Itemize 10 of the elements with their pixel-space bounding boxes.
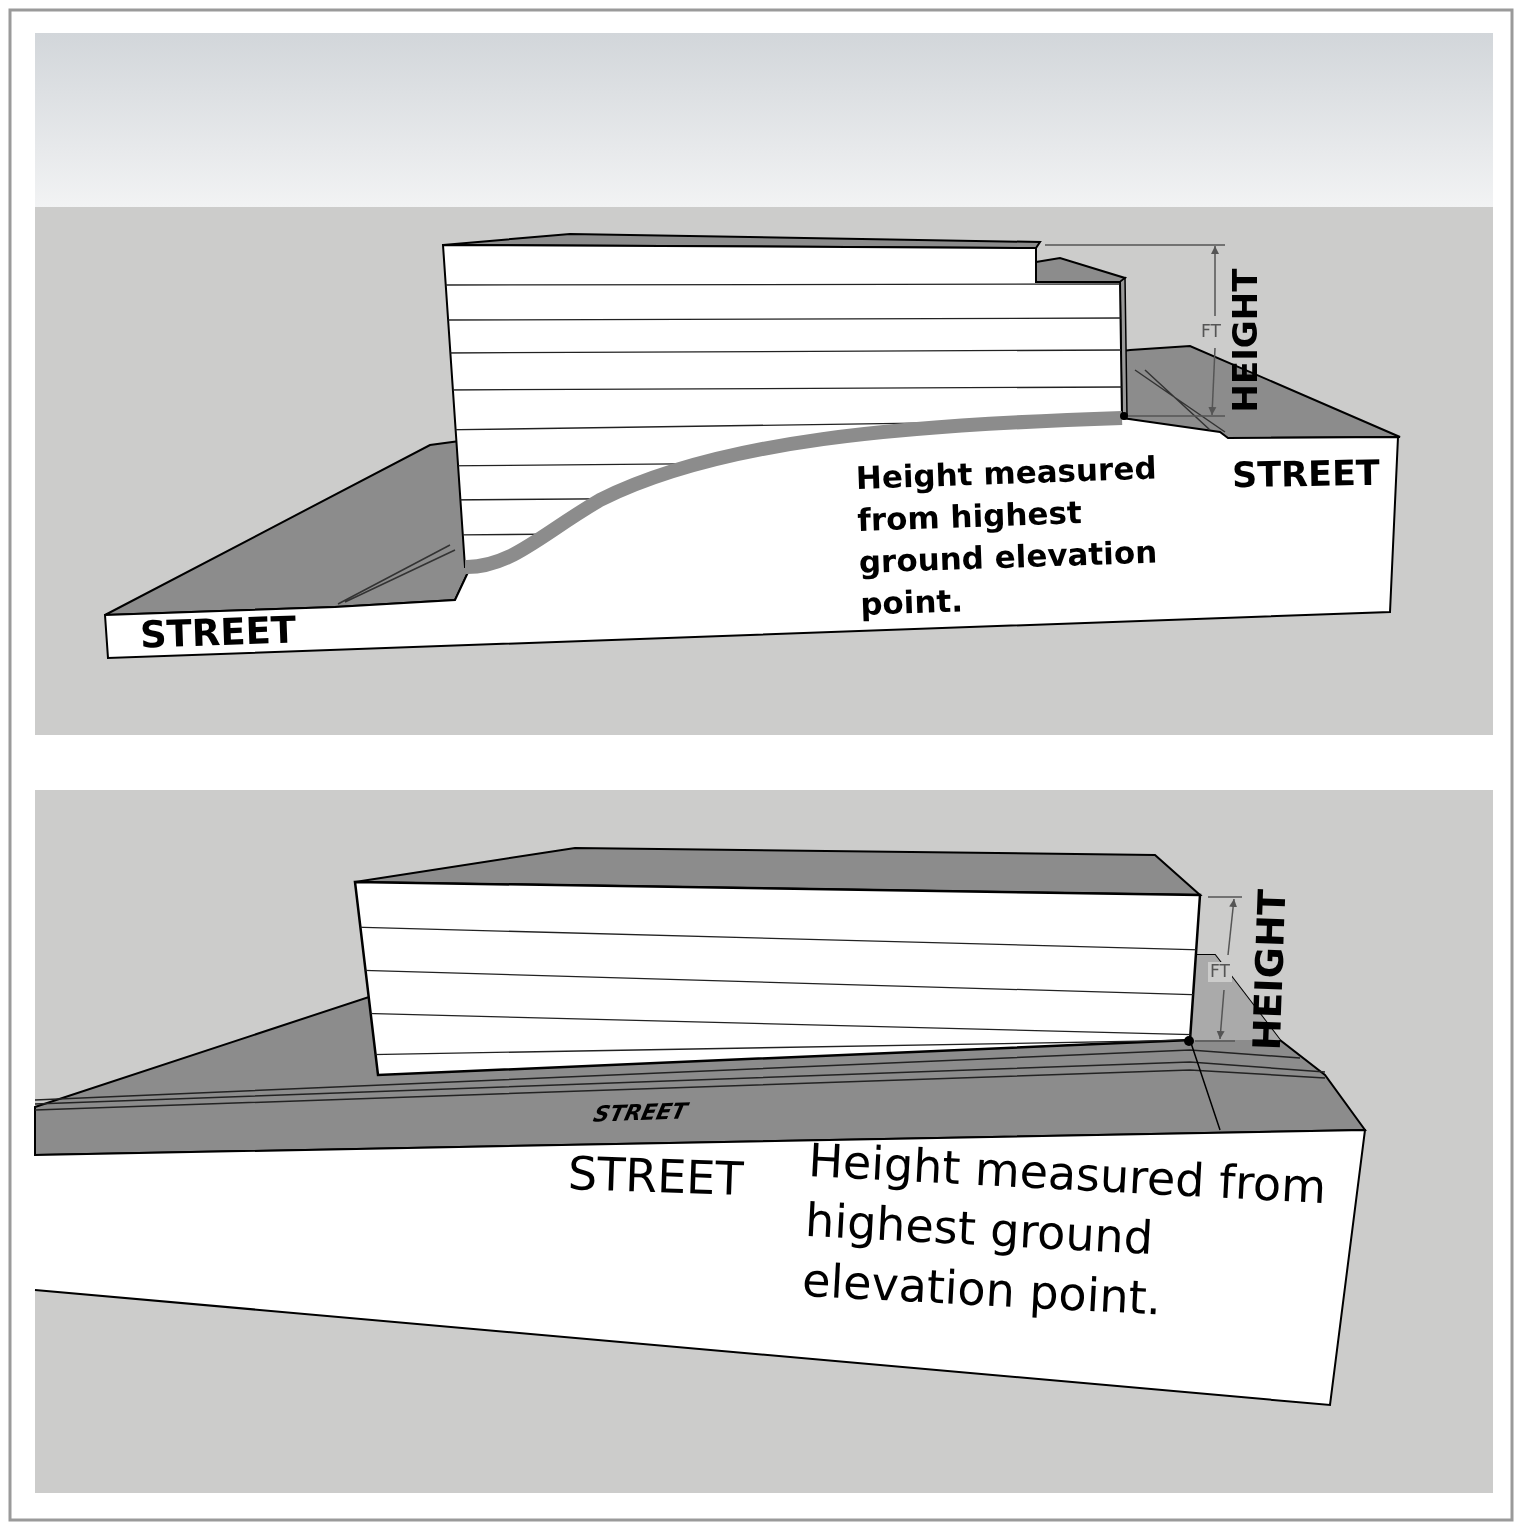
- annotation-text: Height measured from highest ground elevation point.: [800, 1132, 1329, 1328]
- annotation-text: Height measured from highest ground elevation point.: [855, 448, 1159, 624]
- street-label: STREET: [567, 1146, 745, 1206]
- dimension-value: FT: [1208, 962, 1232, 982]
- street-label: STREET: [1231, 452, 1381, 496]
- street-label: STREET: [591, 1098, 690, 1128]
- dimension-label: HEIGHT: [1226, 268, 1266, 412]
- dimension-value: FT: [1201, 322, 1221, 342]
- dimension-label: HEIGHT: [1245, 888, 1295, 1051]
- street-label: STREET: [139, 609, 297, 658]
